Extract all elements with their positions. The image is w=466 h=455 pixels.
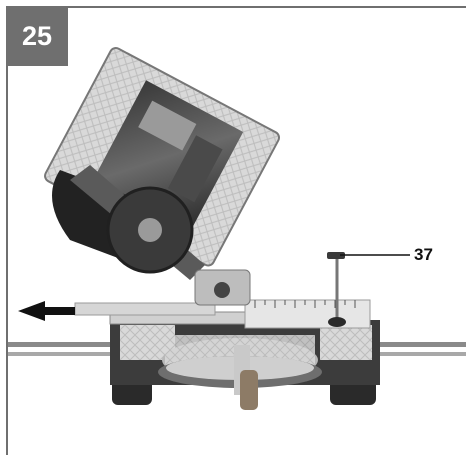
- frame-border-left: [6, 6, 8, 455]
- callout-label: 37: [414, 245, 433, 264]
- frame-border-top: [6, 6, 466, 8]
- arrow-left-icon: [18, 301, 75, 321]
- miter-saw-photo: [8, 8, 466, 455]
- figure-number: 25: [21, 20, 53, 51]
- figure-number-badge: 25: [6, 6, 68, 66]
